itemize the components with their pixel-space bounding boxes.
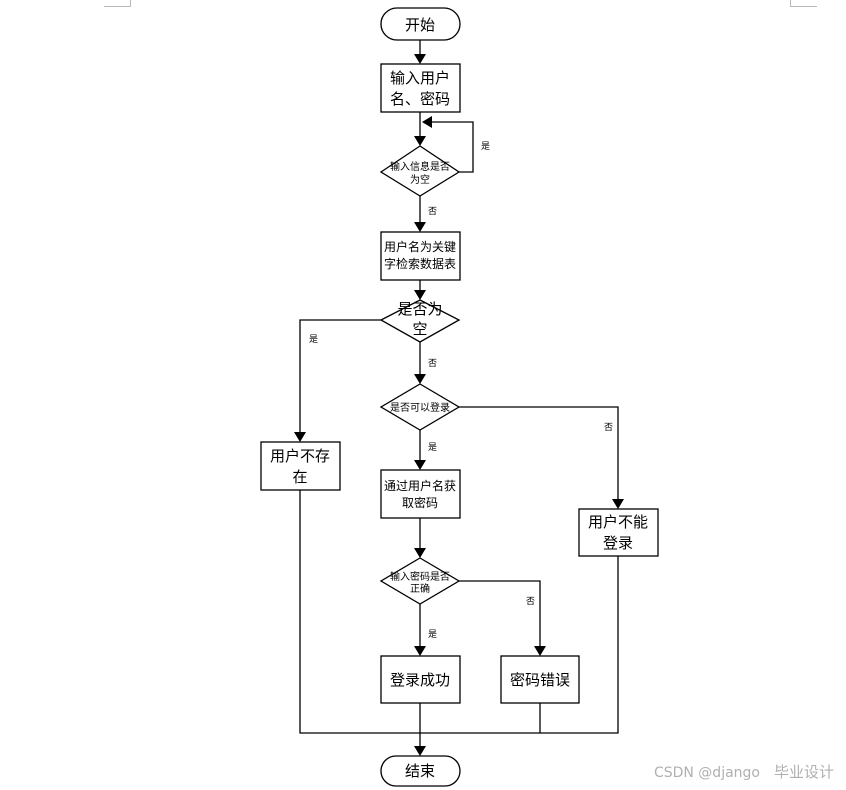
arrow-head (414, 54, 426, 64)
node-search-table: 用户名为关键 字检索数据表 (380, 231, 461, 281)
arrow-head (422, 116, 432, 128)
node-input-line1: 输入用户 (390, 69, 450, 87)
node-password-error-label: 密码错误 (510, 671, 570, 689)
arrow-head (414, 548, 426, 558)
node-check-empty-input-line2: 为空 (410, 173, 430, 186)
node-can-login-label: 是否可以登录 (390, 401, 450, 414)
node-end-label: 结束 (405, 762, 435, 780)
arrow-head (414, 290, 426, 300)
node-search-table-line1: 用户名为关键 (384, 239, 456, 254)
node-check-empty-input: 输入信息是否 为空 (379, 145, 461, 197)
node-user-cannot-login-line2: 登录 (603, 534, 633, 552)
node-password-error: 密码错误 (500, 655, 580, 704)
edge-label-loop-yes: 是 (481, 141, 490, 152)
node-login-success: 登录成功 (380, 655, 461, 704)
node-search-table-line2: 字检索数据表 (384, 256, 456, 271)
node-get-password-line1: 通过用户名获 (384, 478, 456, 493)
node-user-cannot-login-line1: 用户不能 (588, 513, 648, 531)
edge-label-password-no: 否 (526, 596, 535, 607)
node-user-not-exist: 用户不存 在 (260, 441, 341, 491)
node-start-label: 开始 (405, 16, 435, 34)
edge-label-can-login-yes: 是 (428, 442, 437, 453)
node-check-empty-input-line1: 输入信息是否 (390, 160, 450, 173)
node-password-correct: 输入密码是否 正确 (379, 557, 461, 605)
edge-labels: 是 否 是 否 是 否 否 是 (309, 141, 613, 640)
node-user-cannot-login: 用户不能 登录 (578, 508, 659, 557)
node-input-line2: 名、密码 (390, 90, 450, 108)
edges (294, 40, 624, 756)
node-get-password: 通过用户名获 取密码 (380, 469, 461, 519)
arrow-head (414, 646, 426, 656)
edge-label-is-empty-no: 否 (428, 358, 437, 369)
watermark: CSDN @django 毕业设计 (654, 761, 834, 782)
edge-password-no (459, 580, 541, 646)
node-login-success-label: 登录成功 (390, 671, 450, 689)
node-get-password-line2: 取密码 (402, 495, 438, 510)
node-end: 结束 (380, 755, 461, 787)
node-is-empty: 是否为 空 (379, 299, 461, 343)
edge-merge-bus (299, 490, 619, 734)
arrow-head (612, 499, 624, 509)
node-is-empty-line2: 空 (412, 320, 427, 338)
edge-isempty-yes (299, 319, 381, 432)
edge-label-can-login-no: 否 (604, 422, 613, 433)
watermark-source: CSDN @django (653, 765, 760, 781)
arrow-head (294, 432, 306, 442)
arrow-head (534, 646, 546, 656)
node-is-empty-line1: 是否为 (397, 300, 442, 318)
page-corner-mark-right (790, 0, 817, 7)
arrow-head (414, 374, 426, 384)
node-password-correct-line1: 输入密码是否 (390, 570, 450, 583)
node-can-login: 是否可以登录 (379, 383, 461, 431)
node-input: 输入用户 名、密码 (380, 63, 461, 113)
node-user-not-exist-line1: 用户不存 (270, 447, 330, 465)
edge-canlogin-no (459, 406, 619, 499)
edge-loop-yes (432, 121, 474, 173)
node-user-not-exist-line2: 在 (292, 468, 307, 486)
edge-label-empty-input-no: 否 (428, 206, 437, 217)
watermark-tag: 毕业设计 (773, 763, 834, 781)
edge-label-is-empty-yes: 是 (309, 334, 318, 345)
edge-label-password-yes: 是 (428, 629, 437, 640)
arrow-head (414, 136, 426, 146)
node-password-correct-line2: 正确 (410, 582, 430, 595)
arrow-head (414, 460, 426, 470)
page-corner-mark-left (104, 0, 131, 7)
arrow-head (414, 746, 426, 756)
node-start: 开始 (380, 7, 461, 41)
arrow-head (414, 222, 426, 232)
